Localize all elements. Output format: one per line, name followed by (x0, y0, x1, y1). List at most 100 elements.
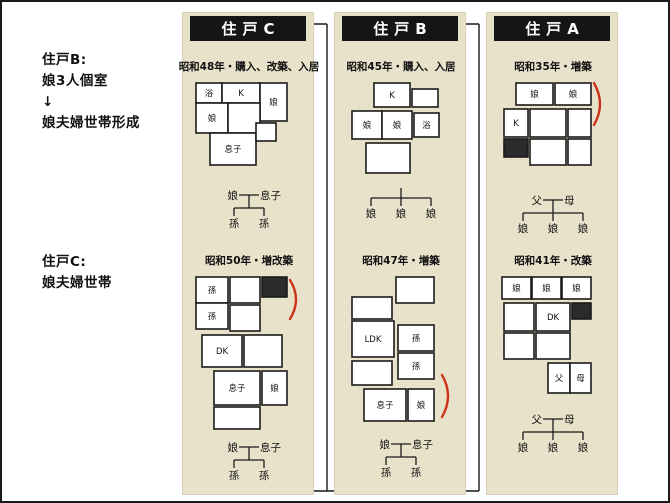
unit-a-header: 住戸A (494, 16, 610, 41)
panel-caption: 昭和35年・増築 (514, 61, 592, 73)
room-rect (228, 276, 261, 304)
room-rect (410, 88, 439, 108)
parent-label: 娘 (228, 189, 239, 202)
room-rect (570, 302, 592, 320)
unit-b-header: 住戸B (342, 16, 458, 41)
child-label: 娘 (578, 441, 589, 454)
room-label: 娘 (416, 400, 425, 411)
family-tree-c-1: 娘息子孫孫 (187, 186, 311, 232)
panel-caption: 昭和45年・購入、入居 (346, 61, 456, 73)
parent-label: 母 (564, 195, 575, 207)
room-rect (350, 320, 395, 358)
parent-label: 息子 (260, 189, 281, 202)
room-rect (194, 276, 229, 304)
family-tree-a-2: 父母娘娘娘 (491, 410, 615, 456)
child-label: 孫 (229, 218, 240, 230)
room-label: 浴 (422, 120, 431, 131)
room-label: LDK (364, 335, 381, 345)
extension-mark-arc (288, 278, 297, 321)
room-rect (396, 324, 435, 352)
floorplan-svg: 娘娘娘DK父母 (500, 276, 592, 394)
room-rect (502, 138, 529, 158)
room-label: DK (215, 347, 228, 357)
room-label: 孫 (411, 361, 420, 372)
room-rect (228, 304, 261, 332)
room-rect (200, 334, 243, 368)
room-rect (394, 276, 435, 304)
room-rect (502, 302, 535, 332)
room-rect (502, 332, 535, 360)
parent-label: 息子 (412, 438, 433, 451)
family-tree-svg: 娘息子孫孫 (228, 189, 282, 230)
room-rect (194, 302, 229, 330)
floorplan-svg: 娘娘K (502, 81, 601, 166)
parent-label: 息子 (260, 441, 281, 454)
room-label: 娘 (512, 283, 521, 294)
unit-c-header: 住戸C (190, 16, 306, 41)
family-tree-svg: 父母娘娘娘 (518, 195, 589, 235)
room-label: K (389, 91, 395, 101)
room-rect (212, 370, 261, 406)
child-label: 娘 (426, 207, 437, 220)
room-label: K (238, 89, 244, 99)
panel-caption: 昭和47年・増築 (362, 255, 440, 267)
child-label: 孫 (259, 470, 270, 482)
room-rect (260, 370, 288, 406)
room-rect (396, 352, 435, 380)
room-rect (534, 302, 571, 332)
family-tree-b-2: 娘息子孫孫 (339, 435, 463, 481)
room-label: 息子 (228, 383, 246, 394)
family-tree-svg: 父母娘娘娘 (518, 414, 589, 454)
annotation-unit-c: 住戸C:娘夫婦世帯 (42, 252, 112, 294)
room-rect (380, 110, 413, 140)
room-rect (372, 82, 411, 108)
room-rect (226, 102, 261, 134)
room-label: 父 (554, 374, 563, 384)
family-tree-a-1: 父母娘娘娘 (491, 191, 615, 237)
room-label: 孫 (411, 333, 420, 344)
room-rect (208, 132, 257, 166)
room-label: K (513, 119, 519, 129)
annotation-line: 住戸B: (42, 52, 87, 68)
room-rect (528, 138, 567, 166)
child-label: 娘 (366, 207, 377, 220)
room-label: 娘 (572, 283, 581, 294)
room-rect (528, 108, 567, 138)
room-rect (242, 334, 283, 368)
panel-caption: 昭和48年・購入、改築、入居 (178, 61, 320, 73)
room-label: 娘 (270, 383, 279, 394)
parent-label: 娘 (380, 438, 391, 451)
room-rect (530, 276, 562, 300)
family-tree-svg: 娘息子孫孫 (228, 441, 282, 482)
parent-label: 父 (532, 195, 543, 207)
parent-label: 娘 (228, 441, 239, 454)
room-rect (350, 360, 393, 386)
room-rect (254, 122, 277, 142)
child-label: 孫 (381, 467, 392, 479)
floorplan-svg: 孫孫DK息子娘 (194, 276, 297, 430)
parent-label: 母 (564, 414, 575, 426)
room-rect (212, 406, 261, 430)
child-label: 娘 (396, 207, 407, 220)
panel-caption: 昭和50年・増改築 (204, 255, 294, 267)
room-label: 娘 (542, 283, 551, 294)
annotation-line: ↓ (42, 93, 54, 110)
annotation-line: 娘夫婦世帯形成 (42, 114, 140, 131)
room-rect (502, 108, 529, 138)
room-label: 娘 (207, 113, 216, 124)
room-rect (364, 142, 411, 174)
family-tree-b-1: 娘娘娘 (339, 186, 463, 220)
